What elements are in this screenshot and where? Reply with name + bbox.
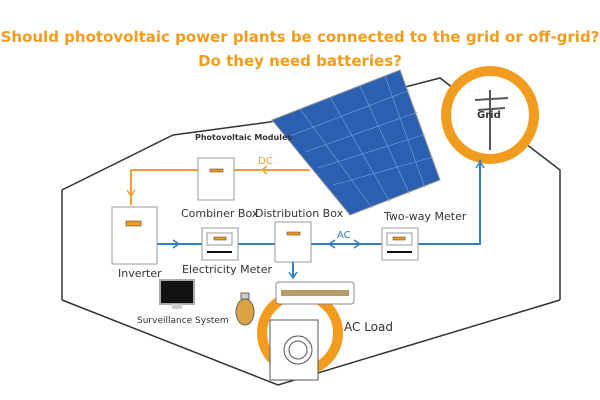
house-outline	[61, 77, 561, 300]
title-line-1: Should photovoltaic power plants be conn…	[0, 28, 600, 46]
dc-line	[130, 169, 310, 205]
combiner-box-label: Combiner Box	[181, 207, 259, 220]
floor-outline	[61, 299, 561, 386]
light-bulb-icon	[235, 292, 255, 326]
distribution-box	[274, 221, 312, 263]
inverter-box	[111, 206, 158, 265]
solar-panel-icon	[271, 69, 441, 216]
surveillance-label: Surveillance System	[137, 316, 229, 326]
electricity-meter-box	[201, 227, 239, 261]
electricity-meter-label: Electricity Meter	[182, 263, 272, 276]
title-line-2: Do they need batteries?	[198, 52, 402, 70]
distribution-box-label: Distribution Box	[255, 207, 344, 220]
utility-pole-icon	[474, 90, 509, 150]
two-way-meter-box	[381, 227, 419, 261]
ac-label: AC	[337, 230, 351, 241]
air-conditioner-icon	[275, 281, 355, 305]
inverter-label: Inverter	[118, 267, 162, 280]
washing-machine-icon	[269, 319, 319, 381]
pv-modules-label: Photovoltaic Modules	[195, 133, 293, 142]
monitor-icon	[159, 279, 195, 309]
two-way-meter-label: Two-way Meter	[384, 210, 467, 223]
ac-line	[157, 160, 481, 245]
combiner-box	[197, 157, 235, 201]
ac-load-label: AC Load	[344, 320, 393, 334]
grid-label: Grid	[477, 110, 501, 121]
dc-label: DC	[258, 156, 273, 167]
